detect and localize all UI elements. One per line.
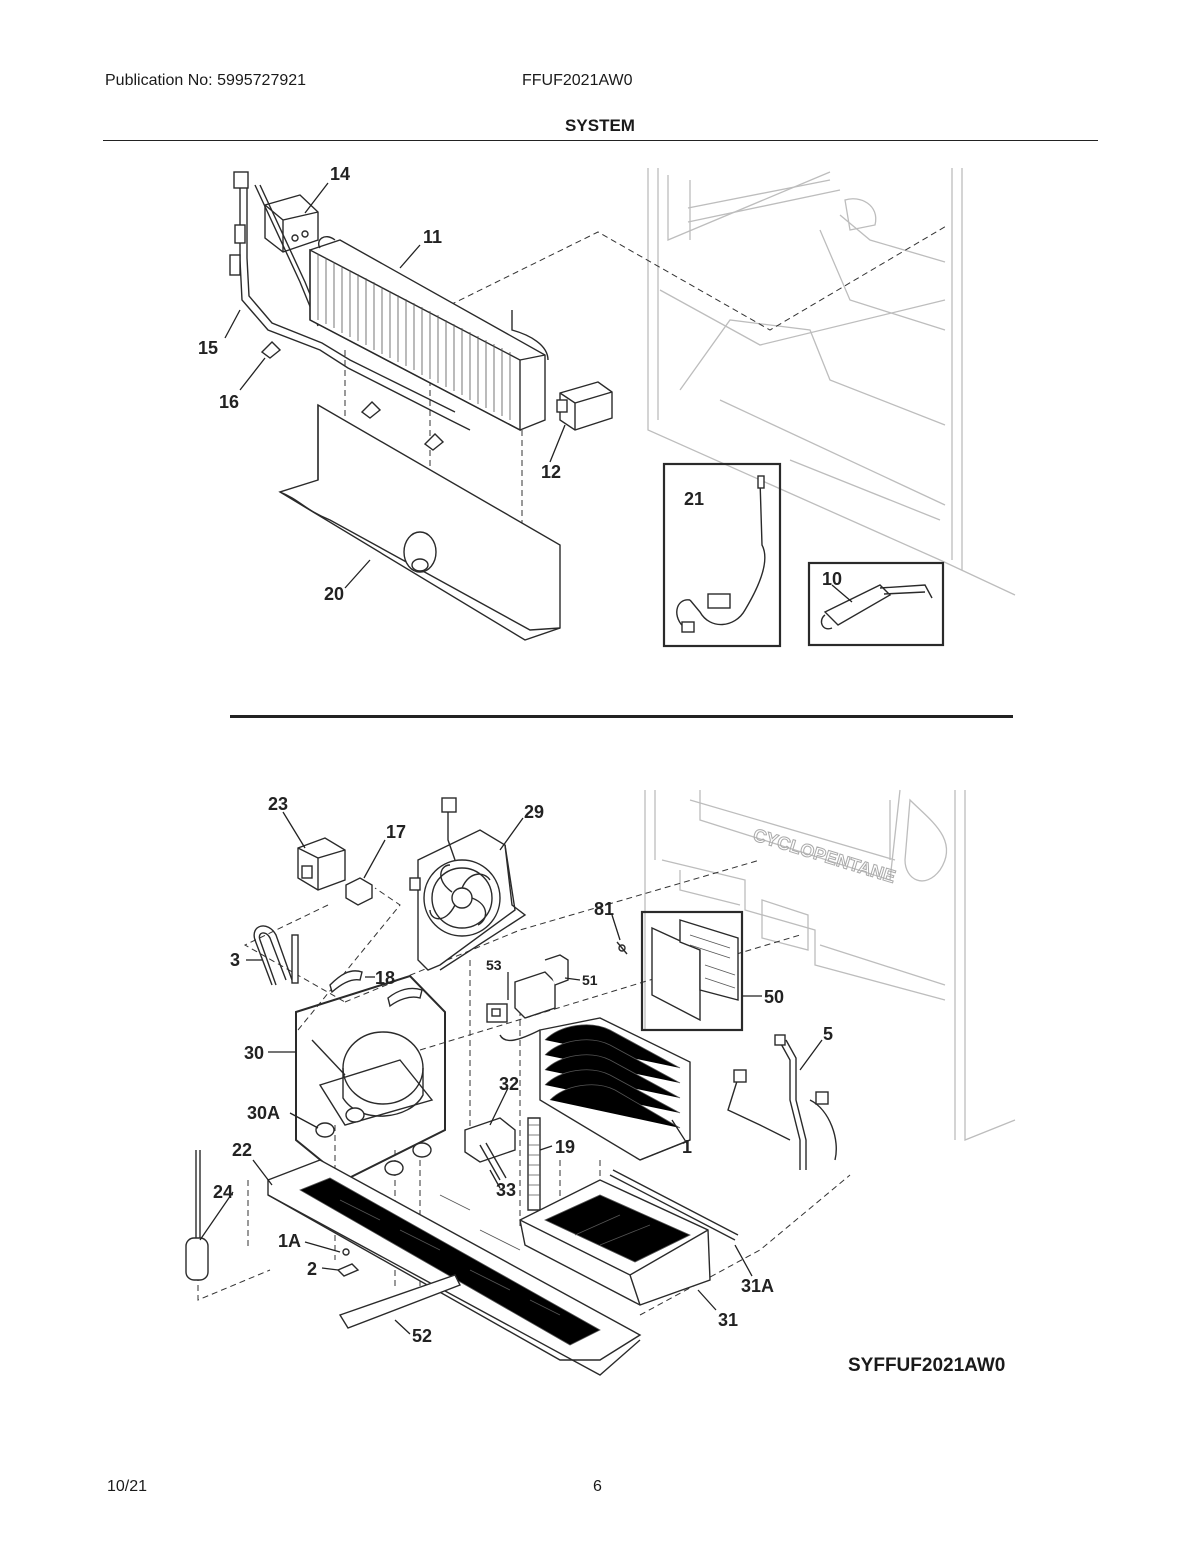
part-31A-strip: [609, 1169, 739, 1241]
part-19-drain-tube: [527, 1117, 541, 1211]
callout-16: 16: [219, 392, 239, 412]
part-11-evaporator: [309, 236, 549, 432]
callout-10: 10: [822, 569, 842, 589]
part-20-drain-trough: [278, 403, 561, 641]
callout-52: 52: [412, 1326, 432, 1346]
part-53-bracket: [486, 1003, 508, 1023]
part-10-inset-frame: [807, 561, 945, 647]
callout-14: 14: [330, 164, 350, 184]
callout-33: 33: [496, 1180, 516, 1200]
part-16-clips: [260, 341, 445, 451]
part-2-clip: [336, 1263, 360, 1277]
lower-callout-leaders: [199, 811, 823, 1335]
part-3-tube: [253, 925, 299, 986]
part-18-clips: [329, 970, 423, 1008]
model-number: FFUF2021AW0: [522, 72, 633, 89]
part-1A-screw: [342, 1248, 350, 1256]
part-31-drain-pan: [519, 1179, 711, 1306]
callout-24: 24: [213, 1182, 233, 1202]
callout-81: 81: [594, 899, 614, 919]
part-33-tube: [479, 1142, 507, 1181]
part-1-condenser: [499, 1017, 691, 1161]
callout-23: 23: [268, 794, 288, 814]
callout-5: 5: [823, 1024, 833, 1044]
callout-50: 50: [764, 987, 784, 1007]
callout-2: 2: [307, 1259, 317, 1279]
part-12-defrost-control: [556, 381, 613, 431]
callout-21: 21: [684, 489, 704, 509]
callout-1: 1: [682, 1137, 692, 1157]
header-rule: [103, 140, 1098, 141]
footer-date: 10/21: [107, 1478, 148, 1495]
callout-18: 18: [375, 968, 395, 988]
callout-22: 22: [232, 1140, 252, 1160]
diagram-code: SYFFUF2021AW0: [848, 1355, 1006, 1376]
callout-51: 51: [582, 972, 598, 988]
callout-11: 11: [423, 227, 442, 247]
callout-53: 53: [486, 957, 502, 973]
part-21-inset-frame: [662, 462, 782, 648]
upper-callout-leaders: [224, 182, 853, 603]
part-50-control-board: [640, 910, 744, 1032]
publication-number: Publication No: 5995727921: [105, 72, 307, 89]
cyclopentane-stamp: CYCLOPENTANE: [751, 825, 898, 887]
part-52-rail: [338, 1274, 461, 1329]
page-number: 6: [593, 1478, 602, 1495]
part-17-overload: [345, 877, 373, 906]
callout-3: 3: [230, 950, 240, 970]
part-32-bracket: [464, 1117, 516, 1163]
part-30-compressor: [295, 974, 446, 1182]
part-23-start-relay: [297, 837, 346, 891]
section-divider: [230, 715, 1013, 718]
callout-30: 30: [244, 1043, 264, 1063]
callout-1A: 1A: [278, 1231, 301, 1251]
callout-15: 15: [198, 338, 218, 358]
callout-20: 20: [324, 584, 344, 604]
callout-32: 32: [499, 1074, 519, 1094]
part-81-screw: [616, 941, 628, 955]
callout-17: 17: [386, 822, 406, 842]
callout-31A: 31A: [741, 1276, 774, 1296]
cabinet-outline-upper: [647, 168, 1016, 596]
part-22-base-pan: [267, 1159, 642, 1376]
callout-31: 31: [718, 1310, 738, 1330]
callout-19: 19: [555, 1137, 575, 1157]
part-5-harness: [727, 1034, 837, 1170]
callout-29: 29: [524, 802, 544, 822]
section-title: SYSTEM: [565, 116, 635, 135]
part-24-filter-drier: [185, 1150, 209, 1281]
callout-30A: 30A: [247, 1103, 280, 1123]
part-29-condenser-fan: [409, 797, 527, 971]
callout-12: 12: [541, 462, 561, 482]
part-51-damper: [514, 954, 569, 1019]
